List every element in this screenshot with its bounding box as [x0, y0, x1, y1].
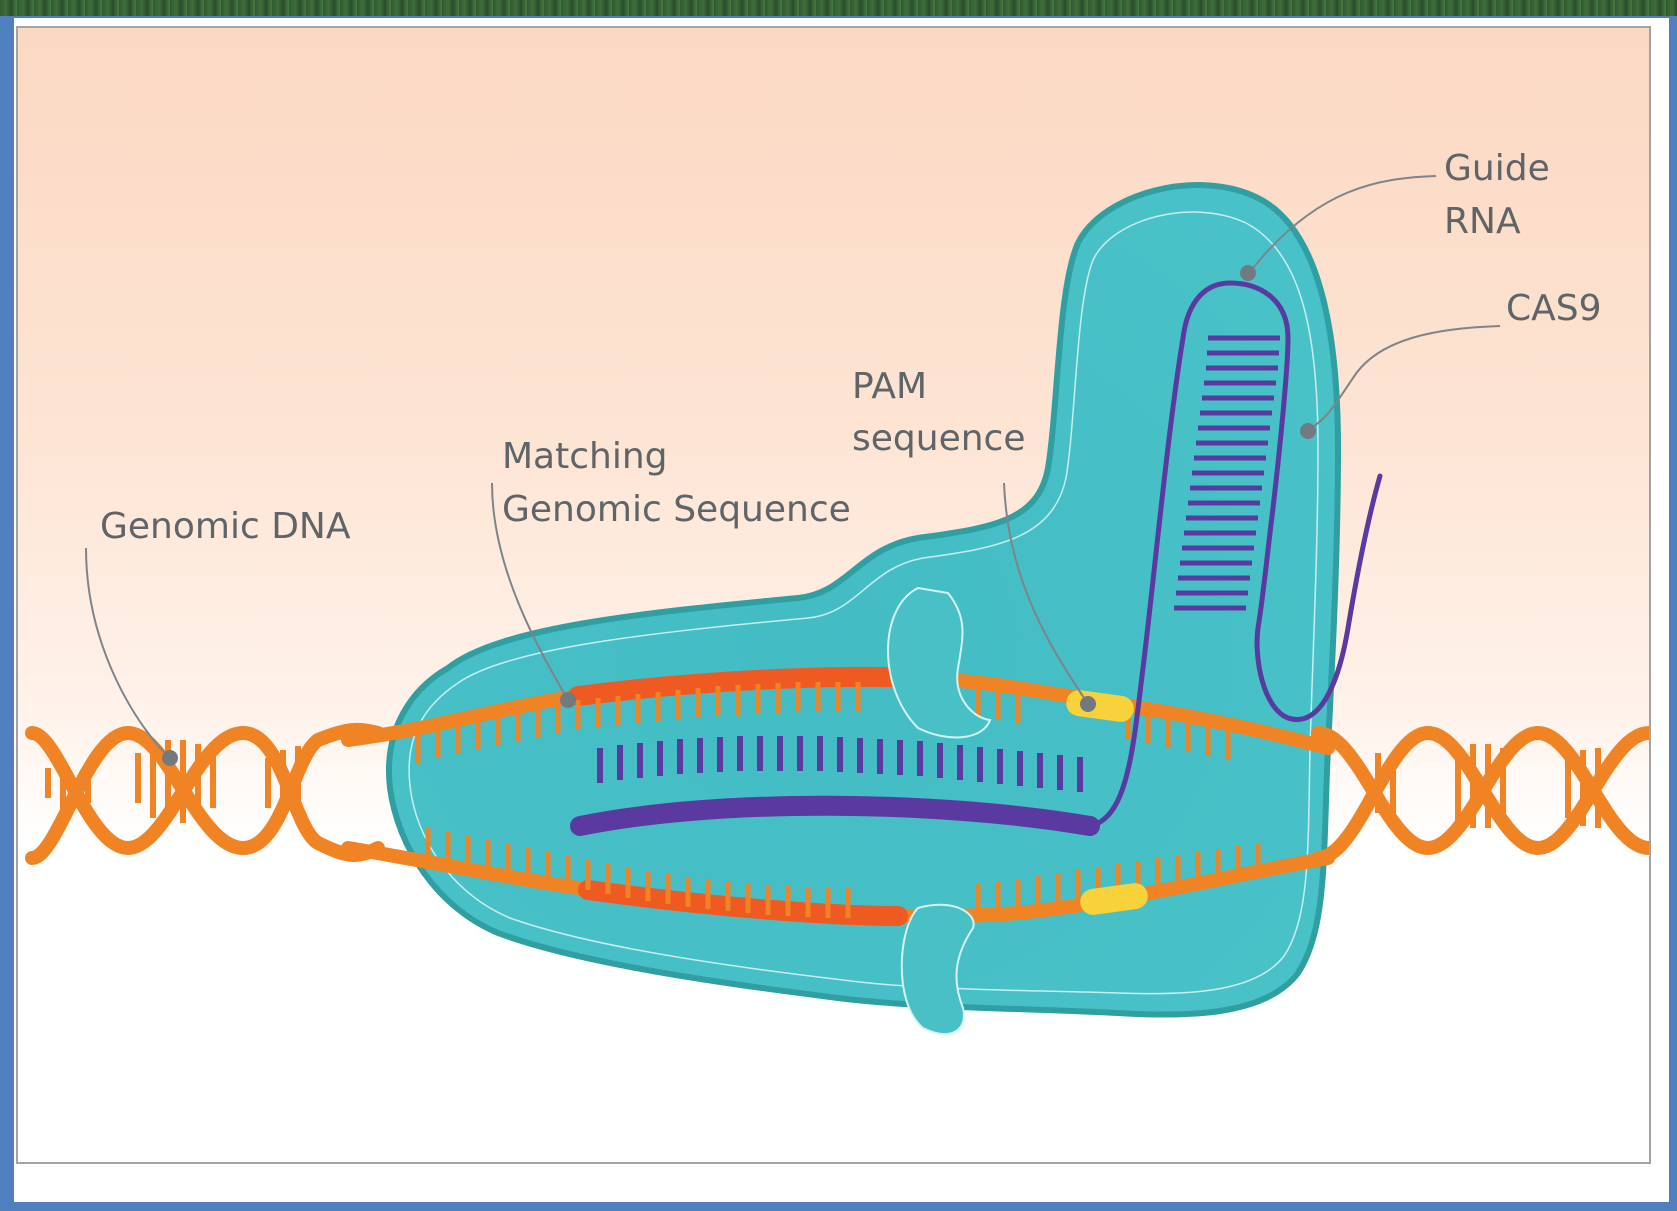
label-matching-line2: Genomic Sequence [502, 489, 851, 530]
label-pam-line2: sequence [852, 418, 1025, 459]
top-texture-strip [0, 0, 1677, 16]
label-guide-rna-line2: RNA [1444, 201, 1521, 242]
crispr-cas9-illustration: Genomic DNA Matching Genomic Sequence PA… [18, 28, 1649, 1162]
label-genomic-dna: Genomic DNA [100, 506, 351, 547]
label-guide-rna-line1: Guide [1444, 148, 1550, 189]
crispr-diagram: Genomic DNA Matching Genomic Sequence PA… [16, 26, 1651, 1164]
dna-helix-left [32, 730, 378, 858]
label-matching-line1: Matching [502, 436, 668, 477]
dna-helix-right [1318, 733, 1649, 858]
label-pam-line1: PAM [852, 366, 927, 407]
label-cas9: CAS9 [1506, 288, 1602, 329]
